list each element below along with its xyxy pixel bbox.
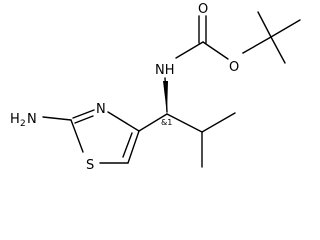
bond-tbu-1 xyxy=(242,36,272,54)
carbamate-nh-label: NH xyxy=(155,63,175,78)
stereo-wedge xyxy=(163,81,168,114)
bond-ring-c4-n3 xyxy=(107,111,140,132)
thiazole-n-label: N xyxy=(96,102,106,117)
amine-h-subscript: 2 xyxy=(20,119,26,129)
amine-n-label: N xyxy=(27,112,37,127)
stereo-label: &1 xyxy=(161,118,172,127)
bond-isopropyl-methyl-1 xyxy=(201,112,236,133)
bond-ring-n3-c2 xyxy=(72,109,95,119)
molecule-structure: O O NH N S H 2 N &1 xyxy=(10,2,301,173)
bond-carbamate-n-c xyxy=(175,41,204,59)
bond-ring-n3-c2-inner xyxy=(74,115,94,124)
bond-tbu-2 xyxy=(257,11,272,38)
ester-o-label: O xyxy=(229,60,239,75)
bond-ring-c5-c4-inner xyxy=(122,132,133,158)
amine-h-label: H xyxy=(10,112,20,127)
bond-stereocenter-isopropyl xyxy=(166,113,203,133)
carbonyl-o-label: O xyxy=(198,2,208,17)
bond-tbu-4 xyxy=(270,36,286,64)
bond-ring-c2-s1 xyxy=(70,119,84,153)
bond-amine-c2 xyxy=(42,116,72,121)
bond-carbonyl-c-ester-o xyxy=(202,41,229,60)
structure-canvas: O O NH N S H 2 N &1 xyxy=(10,2,301,173)
bond-stereocenter-thiazole xyxy=(138,113,168,132)
bond-ring-c5-c4 xyxy=(127,130,140,164)
bond-tbu-3 xyxy=(270,19,301,38)
thiazole-s-label: S xyxy=(86,158,94,173)
